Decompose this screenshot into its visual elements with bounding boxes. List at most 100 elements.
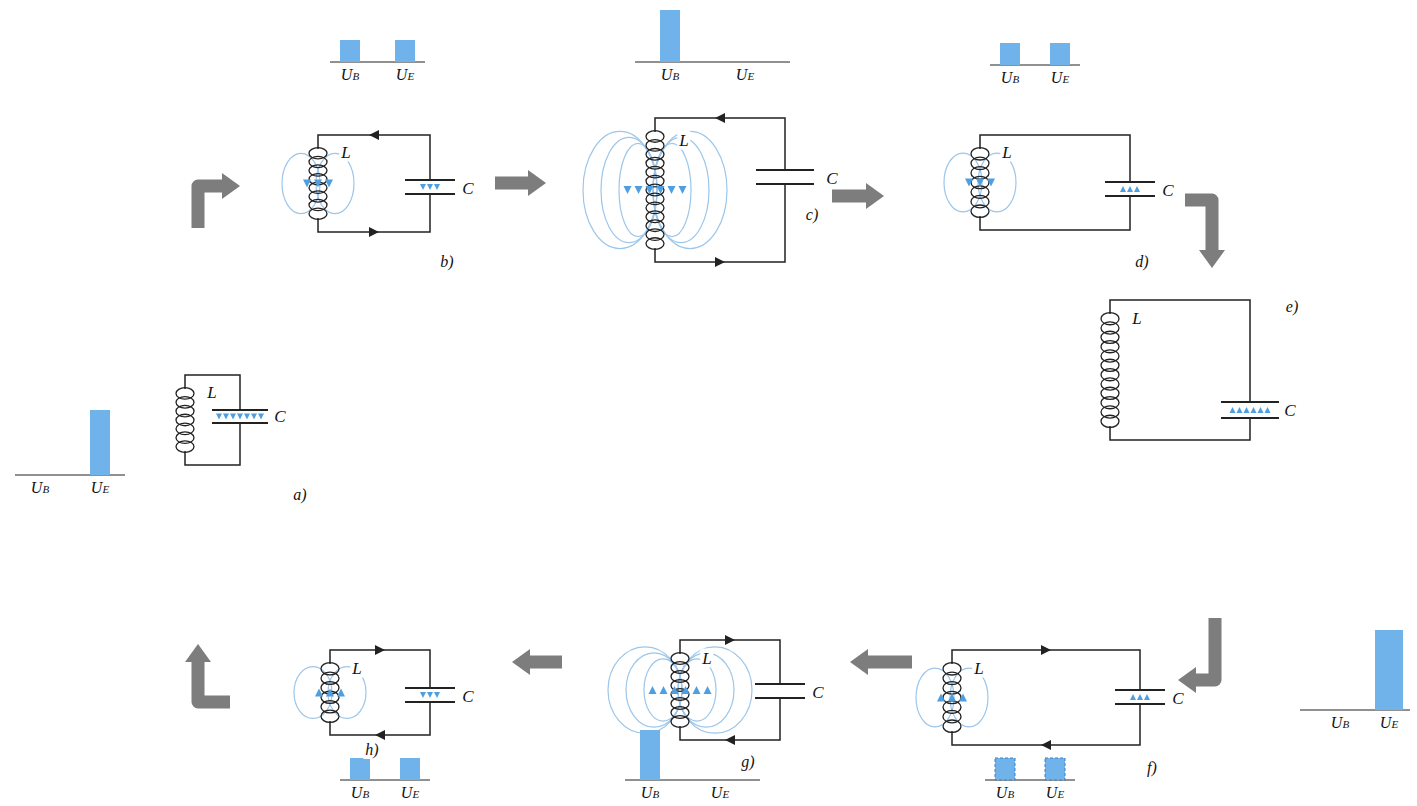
energy-label: UE (709, 784, 731, 802)
cycle-arrow-shaft (198, 186, 222, 228)
wire (1110, 300, 1250, 402)
coil-winding (943, 720, 961, 732)
arrow-mark (937, 694, 945, 702)
bar-axis (635, 62, 790, 63)
arrow-mark (1041, 740, 1051, 750)
panel-letter: e) (1284, 298, 1300, 316)
cycle-arrow (832, 183, 884, 209)
arrow-mark (1130, 694, 1136, 700)
component-label: C (272, 407, 287, 426)
capacitor-plate (1221, 401, 1279, 403)
energy-label: UE (394, 66, 416, 84)
coil-winding (176, 441, 194, 453)
coil-winding (646, 238, 664, 250)
component-label: C (824, 169, 839, 188)
component-label: C (1170, 689, 1185, 708)
arrow-mark (693, 686, 701, 694)
component-label: L (1130, 309, 1143, 328)
wire (655, 118, 785, 170)
capacitor-plate (1105, 181, 1155, 183)
arrow-mark (668, 186, 676, 194)
cycle-arrow-head (850, 649, 868, 675)
energy-bar (395, 40, 415, 62)
arrow-mark (230, 414, 236, 420)
energy-bar (340, 40, 360, 62)
energy-bars (340, 758, 430, 780)
arrow-mark (976, 179, 984, 187)
energy-label: UB (339, 66, 361, 84)
capacitor-plate (405, 687, 455, 689)
energy-bar (400, 758, 420, 780)
arrow-mark (237, 414, 243, 420)
arrow-mark (1265, 407, 1271, 413)
wire (318, 194, 430, 232)
component-label: C (1160, 181, 1175, 200)
arrow-mark (223, 414, 229, 420)
lc-circuit (176, 375, 268, 465)
capacitor-plate (405, 193, 455, 195)
arrow-mark (715, 113, 725, 123)
arrow-mark (1137, 694, 1143, 700)
arrow-mark (258, 414, 264, 420)
panel-letter: b) (438, 253, 455, 271)
arrow-mark (657, 186, 665, 194)
arrow-mark (679, 186, 687, 194)
arrow-mark (326, 689, 334, 697)
arrow-mark (1041, 645, 1051, 655)
arrow-mark (1258, 407, 1264, 413)
energy-bar (640, 730, 660, 780)
arrow-mark (314, 180, 322, 188)
arrow-mark (1134, 186, 1140, 192)
energy-label: UB (999, 69, 1021, 87)
magnetic-field-line (316, 153, 354, 213)
energy-bar (995, 758, 1015, 780)
arrow-mark (369, 227, 379, 237)
cycle-arrow-shaft (495, 177, 528, 190)
arrow-mark (624, 186, 632, 194)
lc-circuit (608, 635, 805, 745)
lc-circuit (294, 645, 455, 740)
energy-label: UE (1049, 69, 1071, 87)
component-label: L (350, 659, 363, 678)
panel-letter: d) (1133, 253, 1150, 271)
component-label: L (339, 143, 352, 162)
arrow-mark (244, 414, 250, 420)
wire (330, 650, 430, 688)
arrow-mark (715, 257, 725, 267)
magnetic-field-line (282, 153, 320, 213)
capacitor-plate (1115, 689, 1165, 691)
arrow-mark (671, 686, 679, 694)
arrow-mark (725, 635, 735, 645)
cycle-arrow-shaft (1196, 618, 1215, 680)
arrow-mark (1127, 186, 1133, 192)
energy-bars (330, 40, 425, 62)
lc-circuit (282, 130, 455, 237)
energy-label: UB (1329, 714, 1351, 732)
arrow-mark (1144, 694, 1150, 700)
arrow-mark (420, 692, 426, 698)
cycle-arrow-head (1199, 250, 1225, 268)
cycle-arrow (185, 644, 230, 702)
cycle-arrow-shaft (530, 656, 562, 669)
wire (952, 650, 1140, 690)
capacitor-plate (756, 169, 814, 171)
cycle-arrow-shaft (868, 656, 912, 669)
component-label: C (460, 179, 475, 198)
cycle-arrow-shaft (832, 190, 866, 203)
energy-label: UE (89, 479, 111, 497)
capacitor-plate (212, 409, 268, 411)
wire (655, 184, 785, 262)
arrow-mark (251, 414, 257, 420)
capacitor-plate (756, 183, 814, 185)
capacitor-plate (755, 697, 805, 699)
component-label: L (677, 131, 690, 150)
panel-letter: f) (1145, 759, 1159, 777)
component-label: L (972, 659, 985, 678)
panel-letter: h) (363, 741, 380, 759)
arrow-mark (959, 694, 967, 702)
component-label: L (700, 649, 713, 668)
wire (330, 702, 430, 735)
arrow-mark (948, 694, 956, 702)
